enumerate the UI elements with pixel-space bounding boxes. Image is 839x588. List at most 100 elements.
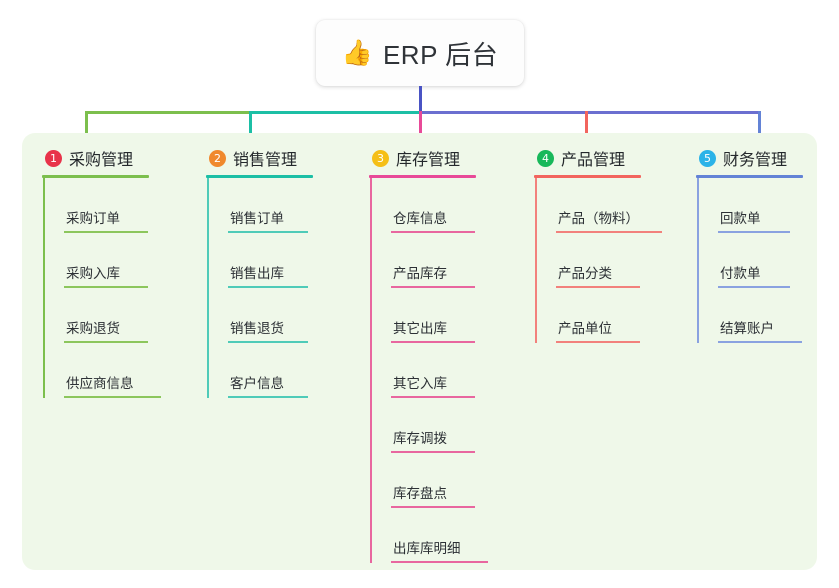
branch-rule-2: [206, 175, 313, 178]
branch-drop-2: [249, 111, 252, 144]
branch-column-2: 2 销售管理 销售订单 销售出库 销售退货 客户信息: [206, 146, 313, 398]
trunk-segment-left: [85, 111, 251, 114]
leaf-rule: [64, 286, 148, 288]
leaf-rule: [64, 341, 148, 343]
leaf-label: 产品库存: [393, 266, 447, 282]
branch-drop-5: [758, 111, 761, 144]
branch-badge-2: 2: [209, 149, 226, 167]
leaf-item[interactable]: 出库库明细: [369, 508, 488, 563]
leaf-label: 产品单位: [558, 321, 612, 337]
leaf-label: 其它出库: [393, 321, 447, 337]
branch-drop-4: [585, 111, 588, 144]
leaf-rule: [228, 231, 308, 233]
leaf-label: 采购退货: [66, 321, 120, 337]
leaf-item[interactable]: 仓库信息: [369, 178, 488, 233]
leaf-rule: [718, 286, 790, 288]
branch-title-4: 产品管理: [561, 152, 626, 169]
branch-rule-4: [534, 175, 641, 178]
branch-spine-4: [535, 178, 537, 343]
leaf-item[interactable]: 销售订单: [206, 178, 313, 233]
leaf-item[interactable]: 产品（物料）: [534, 178, 662, 233]
branch-spine-2: [207, 178, 209, 398]
leaf-rule: [556, 231, 662, 233]
trunk-segment-right: [419, 111, 760, 114]
branch-title-3: 库存管理: [396, 152, 461, 169]
branch-drop-3: [419, 111, 422, 144]
branch-badge-4: 4: [537, 149, 554, 167]
leaf-rule: [228, 396, 308, 398]
branch-column-3: 3 库存管理 仓库信息 产品库存 其它出库 其它入库 库存调拨: [369, 146, 488, 563]
root-title: ERP 后台: [382, 39, 499, 70]
leaf-rule: [718, 341, 802, 343]
leaf-rule: [64, 231, 148, 233]
branch-badge-5: 5: [699, 149, 716, 167]
leaf-rule: [391, 561, 488, 563]
leaf-label: 采购订单: [66, 211, 120, 227]
leaf-label: 产品（物料）: [558, 211, 639, 227]
leaf-rule: [228, 341, 308, 343]
branch-spine-1: [43, 178, 45, 398]
leaf-label: 客户信息: [230, 376, 284, 392]
leaf-item[interactable]: 回款单: [696, 178, 803, 233]
leaf-item[interactable]: 产品单位: [534, 288, 662, 343]
leaf-item[interactable]: 付款单: [696, 233, 803, 288]
leaf-label: 仓库信息: [393, 211, 447, 227]
leaf-item[interactable]: 库存调拨: [369, 398, 488, 453]
leaf-label: 回款单: [720, 211, 761, 227]
leaf-label: 结算账户: [720, 321, 774, 337]
leaf-item[interactable]: 采购入库: [42, 233, 161, 288]
branch-column-4: 4 产品管理 产品（物料） 产品分类 产品单位: [534, 146, 662, 343]
branch-spine-5: [697, 178, 699, 343]
branch-column-1: 1 采购管理 采购订单 采购入库 采购退货 供应商信息: [42, 146, 161, 398]
leaf-label: 销售退货: [230, 321, 284, 337]
branch-badge-3: 3: [372, 149, 389, 167]
leaf-rule: [228, 286, 308, 288]
leaf-item[interactable]: 产品分类: [534, 233, 662, 288]
branch-spine-3: [370, 178, 372, 563]
leaf-rule: [718, 231, 790, 233]
leaf-label: 供应商信息: [66, 376, 134, 392]
leaf-item[interactable]: 采购订单: [42, 178, 161, 233]
leaf-label: 库存调拨: [393, 431, 447, 447]
branch-title-2: 销售管理: [233, 152, 298, 169]
branch-title-1: 采购管理: [69, 152, 134, 169]
branch-badge-1: 1: [45, 149, 62, 167]
root-node[interactable]: 👍 ERP 后台: [316, 20, 524, 86]
leaf-label: 销售订单: [230, 211, 284, 227]
leaf-rule: [64, 396, 161, 398]
branch-leaves-2: 销售订单 销售出库 销售退货 客户信息: [206, 178, 313, 398]
branch-drop-1: [85, 111, 88, 144]
leaf-item[interactable]: 产品库存: [369, 233, 488, 288]
diagram-panel: [22, 133, 817, 570]
branch-rule-1: [42, 175, 149, 178]
leaf-item[interactable]: 客户信息: [206, 343, 313, 398]
leaf-item[interactable]: 采购退货: [42, 288, 161, 343]
leaf-label: 采购入库: [66, 266, 120, 282]
branch-column-5: 5 财务管理 回款单 付款单 结算账户: [696, 146, 803, 343]
leaf-label: 出库库明细: [393, 541, 461, 557]
leaf-item[interactable]: 库存盘点: [369, 453, 488, 508]
leaf-item[interactable]: 销售出库: [206, 233, 313, 288]
branch-leaves-1: 采购订单 采购入库 采购退货 供应商信息: [42, 178, 161, 398]
branch-header-4[interactable]: 4 产品管理: [534, 146, 662, 170]
branch-header-5[interactable]: 5 财务管理: [696, 146, 803, 170]
leaf-label: 付款单: [720, 266, 761, 282]
leaf-item[interactable]: 其它出库: [369, 288, 488, 343]
branch-leaves-3: 仓库信息 产品库存 其它出库 其它入库 库存调拨 库存盘点: [369, 178, 488, 563]
branch-header-1[interactable]: 1 采购管理: [42, 146, 161, 170]
branch-header-2[interactable]: 2 销售管理: [206, 146, 313, 170]
branch-rule-5: [696, 175, 803, 178]
leaf-label: 产品分类: [558, 266, 612, 282]
leaf-item[interactable]: 其它入库: [369, 343, 488, 398]
leaf-rule: [556, 286, 640, 288]
leaf-item[interactable]: 销售退货: [206, 288, 313, 343]
leaf-rule: [556, 341, 640, 343]
branch-header-3[interactable]: 3 库存管理: [369, 146, 488, 170]
leaf-rule: [391, 286, 475, 288]
thumbs-up-icon: 👍: [341, 38, 373, 67]
leaf-item[interactable]: 供应商信息: [42, 343, 161, 398]
leaf-label: 销售出库: [230, 266, 284, 282]
branch-rule-3: [369, 175, 476, 178]
leaf-item[interactable]: 结算账户: [696, 288, 803, 343]
